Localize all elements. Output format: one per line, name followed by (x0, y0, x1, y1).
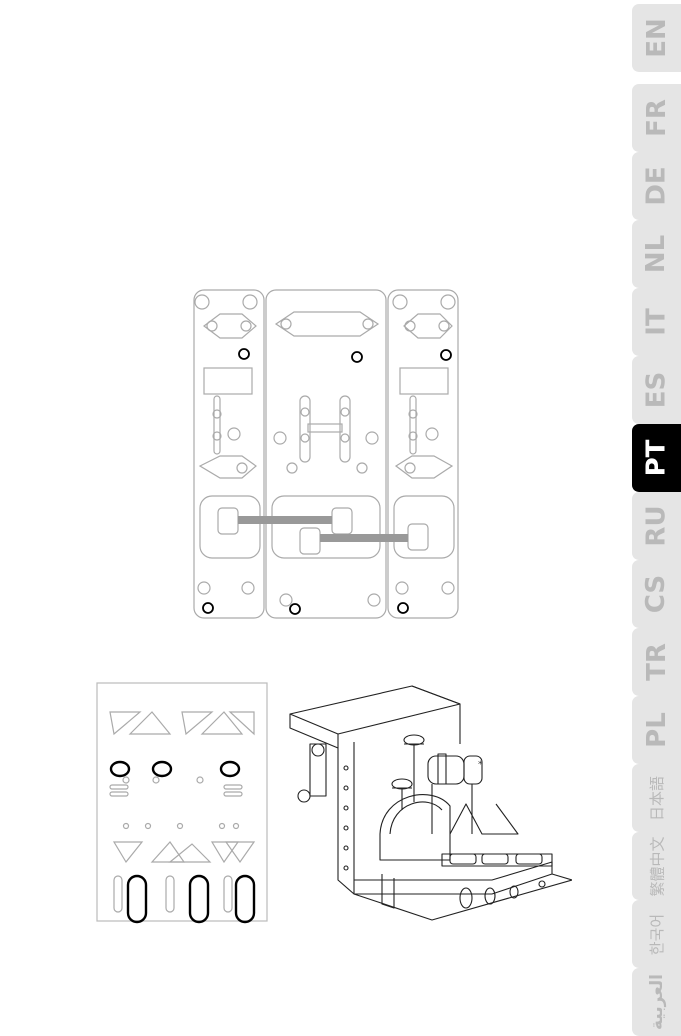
product-callout-mark: * (478, 760, 483, 770)
tab-pl[interactable]: PL (632, 696, 681, 764)
modules-underside-diagram (190, 284, 464, 624)
tab-ja[interactable]: 日本語 (632, 764, 681, 832)
tab-ko[interactable]: 한국어 (632, 900, 681, 968)
tab-it[interactable]: IT (632, 288, 681, 356)
tab-tr-label: TR (641, 643, 671, 681)
tab-fr-label: FR (642, 99, 672, 137)
tab-en[interactable]: EN (632, 4, 681, 72)
tab-en-label: EN (642, 18, 672, 58)
plate-top-diagram (96, 682, 268, 924)
tab-cs-label: CS (641, 575, 671, 613)
tab-ar-label: العربية (647, 974, 667, 1030)
tab-es[interactable]: ES (632, 356, 681, 424)
throttle-quadrant-illustration (282, 684, 572, 924)
tab-fr[interactable]: FR (632, 84, 681, 152)
tab-zh-tw[interactable]: 繁體中文 (632, 832, 681, 900)
tab-pt[interactable]: PT (632, 424, 681, 492)
tab-ja-label: 日本語 (646, 775, 667, 820)
tab-zh-tw-label: 繁體中文 (646, 836, 667, 896)
tab-ko-label: 한국어 (646, 913, 667, 954)
tab-it-label: IT (641, 308, 671, 335)
tab-es-label: ES (642, 372, 672, 409)
tab-cs[interactable]: CS (632, 560, 681, 628)
tab-ru[interactable]: RU (632, 492, 681, 560)
tab-pl-label: PL (642, 712, 672, 748)
tab-de[interactable]: DE (632, 152, 681, 220)
tab-tr[interactable]: TR (632, 628, 681, 696)
tab-ru-label: RU (641, 505, 671, 546)
tab-nl[interactable]: NL (632, 220, 681, 288)
tab-pt-label: PT (641, 440, 671, 477)
tab-ar[interactable]: العربية (632, 968, 681, 1036)
tab-de-label: DE (642, 166, 672, 205)
tab-nl-label: NL (641, 235, 671, 273)
language-tabs: EN FR DE NL IT ES PT RU CS TR PL 日本語 繁體中… (632, 0, 681, 1020)
